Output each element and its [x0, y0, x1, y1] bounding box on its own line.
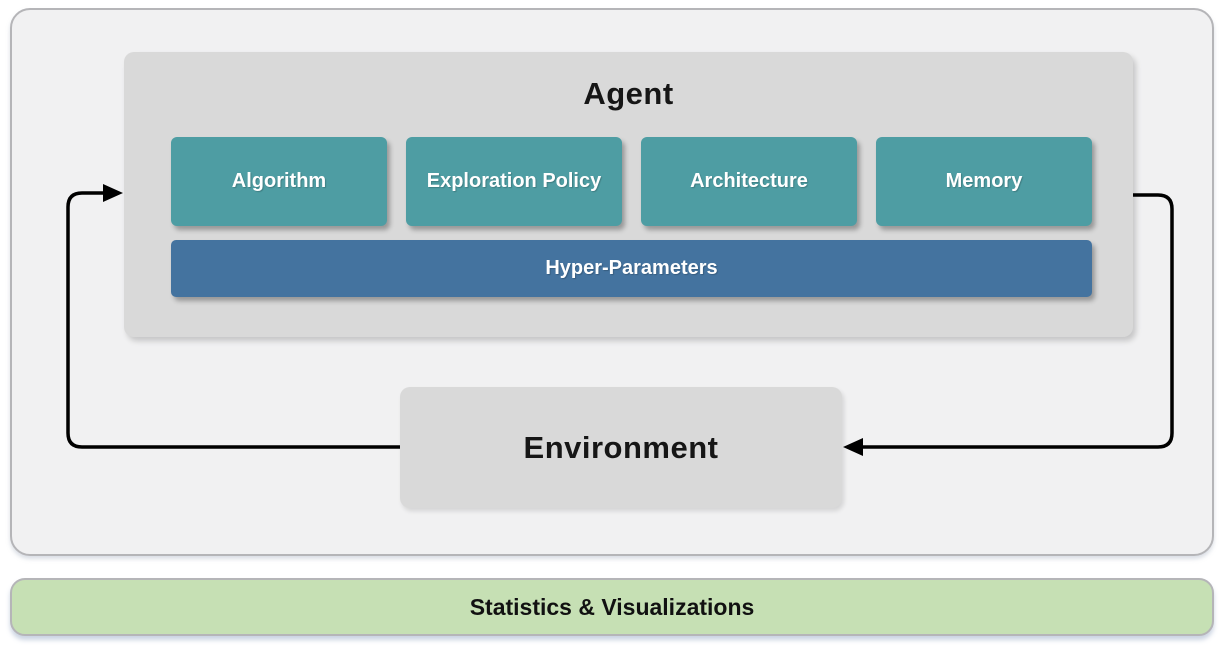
module-architecture: Architecture: [641, 137, 857, 226]
module-exploration-policy: Exploration Policy: [406, 137, 622, 226]
environment-title: Environment: [523, 429, 719, 465]
agent-container: Agent Algorithm Exploration Policy Archi…: [124, 52, 1133, 337]
statistics-visualizations-label: Statistics & Visualizations: [469, 593, 755, 620]
hyper-parameters-bar: Hyper-Parameters: [171, 240, 1092, 297]
statistics-visualizations-bar: Statistics & Visualizations: [10, 578, 1214, 636]
hyper-parameters-label: Hyper-Parameters: [545, 257, 718, 279]
module-memory: Memory: [876, 137, 1092, 226]
module-algorithm-label: Algorithm: [231, 170, 327, 192]
agent-title: Agent: [583, 76, 674, 111]
module-architecture-label: Architecture: [690, 170, 808, 192]
module-exploration-policy-label: Exploration Policy: [426, 170, 602, 192]
module-algorithm: Algorithm: [171, 137, 387, 226]
module-memory-label: Memory: [945, 170, 1023, 192]
environment-box: Environment: [400, 387, 842, 508]
